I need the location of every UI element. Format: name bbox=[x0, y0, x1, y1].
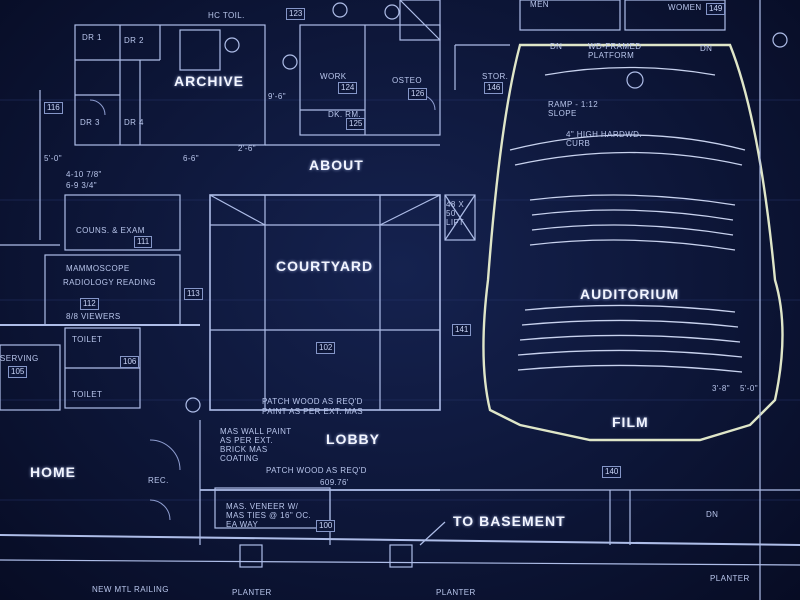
dim-label-3: 6-9 3/4" bbox=[66, 181, 97, 190]
nav-lobby[interactable]: LOBBY bbox=[326, 431, 380, 447]
room-label-radiology: RADIOLOGY READING bbox=[63, 278, 156, 287]
nav-archive[interactable]: ARCHIVE bbox=[174, 73, 245, 89]
room-tag-126: 126 bbox=[408, 88, 428, 100]
note-veneer: MAS. VENEER W/ MAS TIES @ 16" OC. EA WAY bbox=[226, 502, 312, 529]
grid-lines bbox=[0, 99, 800, 501]
clinic-walls bbox=[0, 90, 200, 411]
note-dn-2: DN bbox=[700, 44, 713, 53]
note-viewers: 8/8 VIEWERS bbox=[66, 312, 121, 321]
room-tag-140: 140 bbox=[602, 466, 622, 478]
column-markers bbox=[185, 2, 788, 413]
room-tag-105: 105 bbox=[8, 366, 28, 378]
corridor-walls bbox=[0, 489, 800, 568]
note-patch-1: PATCH WOOD AS REQ'D bbox=[262, 397, 363, 406]
note-curb: 4" HIGH HARDWD. CURB bbox=[566, 130, 642, 148]
nav-auditorium[interactable]: AUDITORIUM bbox=[580, 286, 680, 302]
room-label-dr1: DR 1 bbox=[82, 33, 102, 42]
room-label-hc-toil: HC TOIL. bbox=[208, 11, 245, 20]
auditorium-walls bbox=[482, 43, 784, 442]
room-tag-112: 112 bbox=[80, 298, 99, 310]
room-tag-124: 124 bbox=[338, 82, 358, 94]
elevation-label: 609.76' bbox=[320, 478, 349, 487]
nav-home[interactable]: HOME bbox=[30, 464, 76, 480]
room-tag-116: 116 bbox=[44, 102, 63, 114]
dim-label-4: 6-6" bbox=[183, 154, 200, 163]
dim-label-7: 3'-8" bbox=[712, 384, 730, 393]
note-planter-1: PLANTER bbox=[232, 588, 272, 597]
room-label-rec: REC. bbox=[148, 476, 169, 485]
room-tag-141: 141 bbox=[452, 324, 472, 336]
room-label-lift: 48 X 50 LIFT bbox=[446, 200, 465, 227]
nav-about[interactable]: ABOUT bbox=[309, 157, 364, 173]
room-label-toilet-2: TOILET bbox=[72, 390, 103, 399]
dim-label-2: 4-10 7/8" bbox=[66, 170, 102, 179]
room-label-couns: COUNS. & EXAM bbox=[76, 226, 145, 235]
room-label-work: WORK bbox=[320, 72, 347, 81]
room-label-osteo: OSTEO bbox=[392, 76, 423, 85]
dim-label-8: 5'-0" bbox=[740, 384, 758, 393]
dim-label-5: 2'-6" bbox=[238, 144, 256, 153]
room-tag-100: 100 bbox=[316, 520, 336, 532]
room-label-women: WOMEN bbox=[668, 3, 702, 12]
note-mammoscope: MAMMOSCOPE bbox=[66, 264, 130, 273]
note-planter-3: PLANTER bbox=[710, 574, 750, 583]
dim-label-1: 5'-0" bbox=[44, 154, 62, 163]
room-label-dr3: DR 3 bbox=[80, 118, 100, 127]
door-swings bbox=[89, 94, 436, 521]
room-tag-111: 111 bbox=[134, 236, 153, 248]
room-tag-102: 102 bbox=[316, 342, 336, 354]
platform-marker bbox=[626, 71, 644, 89]
archive-walls bbox=[74, 24, 266, 146]
room-tag-113: 113 bbox=[184, 288, 203, 300]
note-planter-2: PLANTER bbox=[436, 588, 476, 597]
nav-courtyard[interactable]: COURTYARD bbox=[276, 258, 374, 274]
room-label-stor: STOR. bbox=[482, 72, 509, 81]
note-patch-2: PATCH WOOD AS REQ'D bbox=[266, 466, 367, 475]
room-label-dr4: DR 4 bbox=[124, 118, 144, 127]
restroom-walls bbox=[454, 0, 761, 600]
dim-label-6: 9'-6" bbox=[268, 92, 286, 101]
room-label-men: MEN bbox=[530, 0, 549, 9]
note-platform: WD-FRAMED PLATFORM bbox=[588, 42, 642, 60]
room-tag-123: 123 bbox=[286, 8, 306, 20]
basement-arrow-line bbox=[419, 521, 446, 546]
note-paint-1: PAINT AS PER EXT. MAS bbox=[262, 407, 364, 416]
room-tag-106: 106 bbox=[120, 356, 140, 368]
nav-film[interactable]: FILM bbox=[612, 414, 649, 430]
note-dn-1: DN bbox=[550, 42, 563, 51]
auditorium-seat-rows bbox=[509, 66, 746, 373]
room-label-toilet-1: TOILET bbox=[72, 335, 103, 344]
note-dn-3: DN bbox=[706, 510, 719, 519]
work-osteo-walls bbox=[299, 0, 441, 136]
note-mas-wall: MAS WALL PAINT AS PER EXT. BRICK MAS COA… bbox=[220, 427, 292, 463]
nav-to-basement[interactable]: TO BASEMENT bbox=[453, 513, 566, 529]
room-tag-125: 125 bbox=[346, 118, 366, 130]
room-tag-149: 149 bbox=[706, 3, 726, 15]
room-label-dk-rm: DK. RM. bbox=[328, 110, 362, 119]
note-railing: NEW MTL RAILING bbox=[92, 585, 169, 594]
room-label-serving: SERVING bbox=[0, 354, 39, 363]
courtyard-walls bbox=[209, 194, 476, 411]
note-ramp: RAMP - 1:12 SLOPE bbox=[548, 100, 599, 118]
room-tag-146: 146 bbox=[484, 82, 504, 94]
room-label-dr2: DR 2 bbox=[124, 36, 144, 45]
